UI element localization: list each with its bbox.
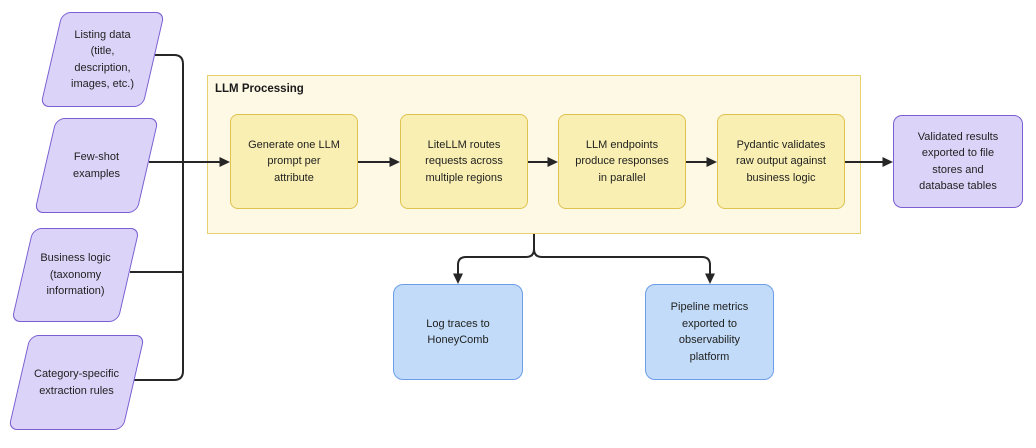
rect-shape: [717, 114, 845, 209]
arrow-to-pipeline-metrics: [533, 234, 715, 284]
node-label: Log traces to HoneyComb: [426, 317, 490, 347]
rect-shape: [645, 284, 774, 380]
input-node-few-shot-examples: Few-shot examples: [34, 118, 159, 213]
process-node-pydantic-validation: Pydantic validates raw output against bu…: [717, 114, 845, 209]
input-node-category-rules: Category-specific extraction rules: [8, 335, 145, 430]
node-label: Business logic (taxonomy information): [40, 252, 111, 298]
process-node-generate-prompt: Generate one LLM prompt per attribute: [230, 114, 358, 209]
group-title: LLM Processing: [215, 83, 304, 95]
input-node-business-logic: Business logic (taxonomy information): [11, 228, 140, 322]
rect-shape: [393, 284, 523, 380]
process-node-litellm-routing: LiteLLM routes requests across multiple …: [400, 114, 528, 209]
rect-shape: [400, 114, 528, 209]
observability-node-log-traces: Log traces to HoneyComb: [393, 284, 523, 380]
process-node-llm-endpoints: LLM endpoints produce responses in paral…: [558, 114, 686, 209]
arrow-to-log-traces: [453, 234, 535, 284]
rect-shape: [230, 114, 358, 209]
node-label: Category-specific extraction rules: [34, 368, 119, 397]
output-node-validated-results: Validated results exported to file store…: [893, 115, 1023, 208]
rect-shape: [558, 114, 686, 209]
node-label: Generate one LLM prompt per attribute: [248, 138, 340, 184]
node-label: Pipeline metrics exported to observabili…: [670, 301, 749, 363]
node-label: LLM endpoints produce responses in paral…: [575, 138, 669, 184]
rect-shape: [893, 115, 1023, 208]
node-label: Listing data (title, description, images…: [71, 28, 134, 91]
node-label: Validated results exported to file store…: [917, 130, 999, 193]
input-node-listing-data: Listing data (title, description, images…: [40, 12, 165, 107]
node-label: Few-shot examples: [72, 151, 121, 180]
node-label: Pydantic validates raw output against bu…: [736, 138, 826, 184]
node-label: LiteLLM routes requests across multiple …: [425, 138, 503, 184]
observability-node-pipeline-metrics: Pipeline metrics exported to observabili…: [645, 284, 774, 380]
